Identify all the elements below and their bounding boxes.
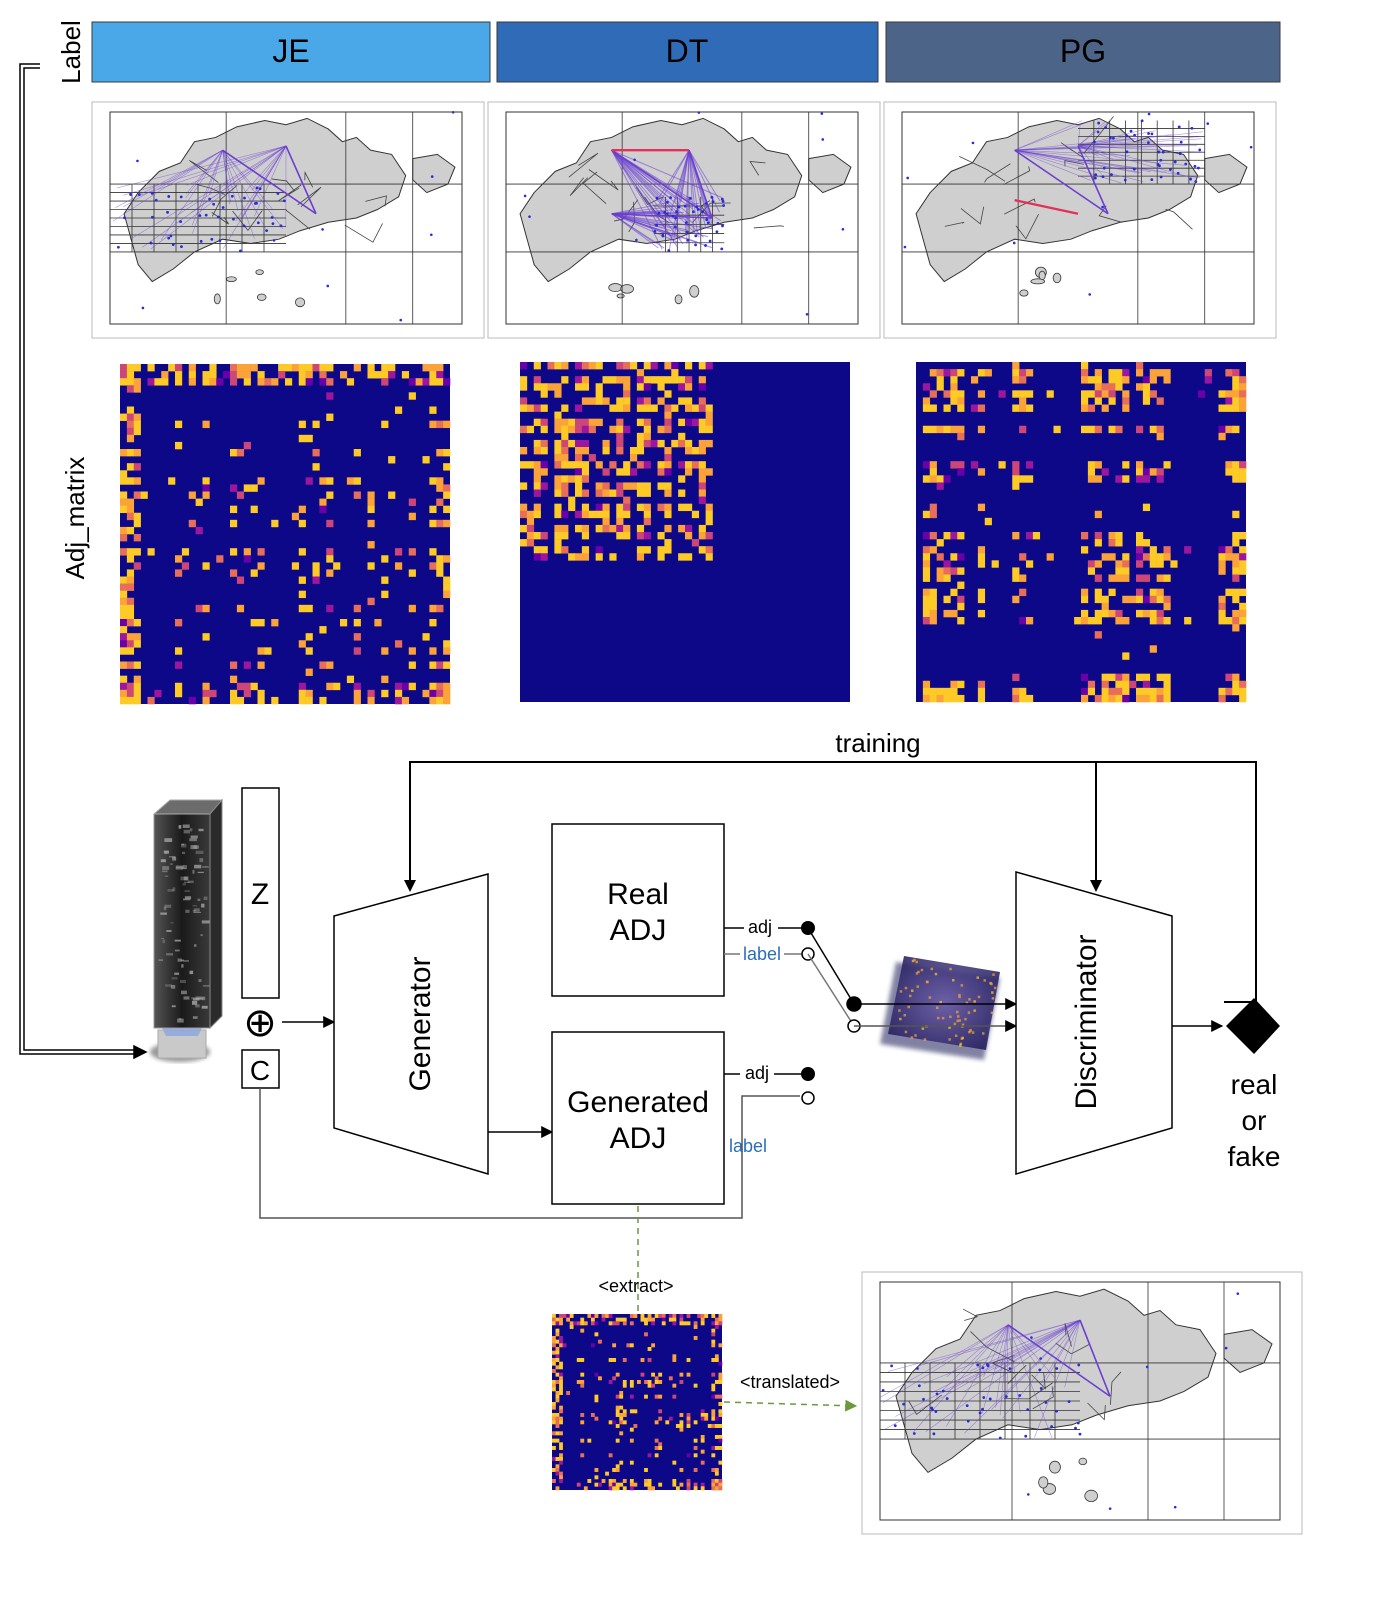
real-adj-label-line1: Real (607, 878, 669, 911)
generated-adj-output-label: adj (745, 1063, 769, 1083)
real-adj-label-line2: ADJ (610, 914, 667, 947)
generator-block (333, 873, 489, 1176)
row-label-adj-matrix: Adj_matrix (60, 457, 90, 580)
noise-z-box (241, 787, 280, 999)
category-bar-pg (885, 21, 1281, 83)
output-or-label: or (1242, 1105, 1267, 1136)
category-label-pg: PG (1060, 33, 1106, 69)
category-label-je: JE (272, 33, 309, 69)
generator-label: Generator (404, 956, 437, 1091)
category-bar-dt (496, 21, 879, 83)
training-loop (404, 761, 1257, 1003)
category-bar-je (91, 21, 491, 83)
translated-spatial-map (862, 1272, 1302, 1534)
category-header-bars: JE DT PG (91, 21, 1281, 83)
spatial-maps-row (92, 102, 1276, 338)
discriminator-block (1015, 871, 1173, 1176)
map-dt (488, 102, 880, 338)
generated-adj-box (551, 1031, 725, 1205)
condition-c-label: C (250, 1055, 270, 1086)
extract-label: <extract> (598, 1276, 673, 1296)
adjacency-matrices-row (120, 362, 1247, 705)
output-fake-label: fake (1228, 1141, 1281, 1172)
training-label: training (835, 728, 920, 758)
translated-label: <translated> (740, 1372, 840, 1392)
matrix-je (120, 364, 451, 705)
row-label-label: Label (56, 20, 86, 84)
real-adj-output-label: adj (748, 917, 772, 937)
noise-z-label: Z (251, 878, 269, 911)
label-embedding-tower (150, 798, 224, 1062)
real-label-output-label: label (743, 944, 781, 964)
map-je (92, 102, 484, 338)
generated-adj-label-line1: Generated (567, 1086, 709, 1119)
map-je (862, 1272, 1302, 1534)
concat-operator-icon: ⊕ (243, 1001, 277, 1045)
discriminator-label: Discriminator (1070, 934, 1103, 1109)
generated-label-port (801, 1091, 815, 1105)
matrix-background (120, 364, 450, 704)
matrix-pg (916, 362, 1247, 703)
input-matrix-cube (880, 956, 1000, 1060)
generated-adj-label-line2: ADJ (610, 1122, 667, 1155)
matrix-background (552, 1314, 722, 1490)
condition-to-label-connector (259, 1088, 800, 1219)
real-adj-box (551, 823, 725, 997)
output-real-label: real (1231, 1069, 1278, 1100)
category-label-dt: DT (666, 33, 709, 69)
decision-diamond (1226, 998, 1280, 1054)
condition-c-box (241, 1049, 280, 1089)
matrix-dt (520, 362, 850, 702)
tower-texture (158, 824, 210, 1023)
matrix-je (552, 1314, 723, 1491)
selector-switch (807, 927, 862, 1033)
map-pg (884, 102, 1276, 338)
extracted-adjacency-matrix (552, 1314, 723, 1491)
label-feedback-connector (19, 63, 148, 1060)
generated-adj-port (801, 1067, 815, 1081)
generated-label-output-label: label (729, 1136, 767, 1156)
